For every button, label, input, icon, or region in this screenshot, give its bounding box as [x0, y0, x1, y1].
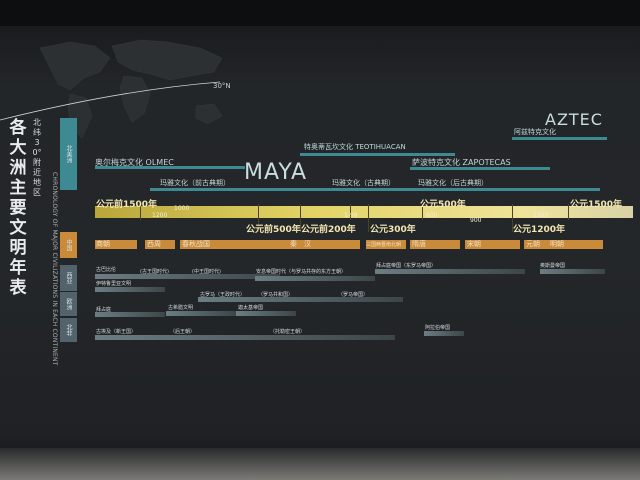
ceiling: [0, 0, 640, 26]
africa-label: 阿拉伯帝国: [425, 325, 451, 331]
timeline-label-1500ad: 公元1500年: [570, 200, 623, 210]
timeline-bar: [95, 206, 633, 218]
dynasty-bar-shang: [95, 240, 137, 249]
timeline-label-500ad: 公元500年: [420, 200, 466, 210]
zapotecas-label: 萨波特克文化 ZAPOTECAS: [412, 158, 511, 167]
aztec-title: AZTEC: [545, 110, 603, 129]
timeline-minor-label: 600: [426, 212, 438, 219]
dynasty-bar-qin: [290, 240, 302, 249]
dynasty-bar-song: [465, 240, 520, 249]
africa-bar: [95, 335, 395, 340]
maya-preclassic-label: 玛雅文化（前古典期）: [160, 179, 230, 187]
maya-bar: [150, 188, 600, 191]
timeline-label-500bc: 公元前500年: [246, 225, 301, 235]
europe-bar: [95, 312, 165, 317]
region-tag-europe: 欧洲: [60, 292, 77, 316]
timeline-tick: [422, 204, 423, 220]
dynasty-label-yuan: 元朝: [526, 240, 540, 248]
maya-postclassic-label: 玛雅文化（后古典期）: [418, 179, 488, 187]
timeline-tick: [568, 204, 569, 220]
region-tag-west-asia: 西亚: [60, 265, 77, 291]
dynasty-bar-chunqiu: [180, 240, 290, 249]
west-asia-bar: [95, 274, 280, 279]
dynasty-label-chunqiu: 春秋战国: [182, 240, 210, 248]
dynasty-bar-yuan: [524, 240, 548, 249]
region-tag-north-america: 北美洲: [60, 118, 77, 190]
maya-title: MAYA: [244, 160, 308, 185]
dynasty-label-sanguo: 三国两晋南北朝: [366, 242, 402, 248]
exhibit-title: 各大洲主要文明年表: [9, 118, 27, 298]
africa-bar: [424, 331, 464, 336]
dynasty-bar-sanguo: [366, 240, 406, 249]
floor: [0, 448, 640, 480]
europe-bar: [166, 311, 236, 316]
africa-label: （后王朝）: [170, 329, 196, 335]
west-asia-label: 伊特鲁里亚文明: [96, 281, 132, 287]
dynasty-bar-ming: [548, 240, 603, 249]
timeline-tick: [300, 204, 301, 232]
latitude-label: 30°N: [213, 82, 231, 90]
dynasty-label-ming: 明朝: [550, 240, 564, 248]
europe-label: （罗马共和国）: [258, 292, 294, 298]
europe-label: 古希腊文明: [168, 305, 194, 311]
dynasty-label-suitang: 隋唐: [412, 240, 426, 248]
west-asia-label: (古王国时代): [140, 269, 169, 275]
west-asia-bar: [95, 287, 165, 292]
olmec-label: 奥尔梅克文化 OLMEC: [95, 158, 174, 167]
dynasty-label-han: 汉: [304, 240, 311, 248]
dynasty-label-qin: 秦: [290, 240, 297, 248]
timeline-label-1200ad: 公元1200年: [513, 225, 566, 235]
west-asia-bar: [375, 269, 525, 274]
europe-label: 迦太基帝国: [238, 305, 264, 311]
africa-label: 古埃及（新王国）: [96, 329, 137, 335]
dynasty-bar-han: [302, 240, 360, 249]
region-tag-china: 中国: [60, 232, 77, 258]
dynasty-label-xizhou: 西周: [147, 240, 161, 248]
timeline-minor-label: 1300: [533, 212, 549, 219]
timeline-tick: [368, 204, 369, 232]
west-asia-bar: [255, 276, 375, 281]
timeline-minor-label: 900: [470, 217, 482, 224]
maya-classic-label: 玛雅文化（古典期）: [332, 179, 395, 187]
olmec-bar: [95, 166, 245, 169]
timeline-minor-label: 1000: [174, 205, 190, 212]
west-asia-label: (中王国时代): [192, 269, 221, 275]
europe-label: 古罗马（王政时代）: [200, 292, 246, 298]
aztec-bar: [512, 137, 607, 140]
exhibit-subtitle-english: CHRONOLOGY OF MAJOR CIVILIZATIONS IN EAC…: [51, 172, 58, 366]
europe-bar: [236, 311, 296, 316]
timeline-label-1500bc: 公元前1500年: [96, 200, 158, 210]
timeline-tick: [350, 204, 351, 220]
aztec-chinese-label: 阿兹特克文化: [514, 128, 556, 136]
dynasty-label-shang: 商朝: [96, 240, 110, 248]
timeline-label-200bc: 公元前200年: [301, 225, 356, 235]
teotihuacan-bar: [300, 153, 455, 156]
west-asia-label: 古巴比伦: [96, 267, 117, 273]
exhibit-subtitle: 北纬30°附近地区: [32, 118, 42, 197]
zapotecas-bar: [410, 167, 550, 170]
africa-label: （托勒密王朝）: [270, 329, 306, 335]
europe-label: 拜占庭: [96, 307, 112, 313]
timeline-label-300ad: 公元300年: [370, 225, 416, 235]
dynasty-label-song: 宋朝: [467, 240, 481, 248]
timeline-tick: [258, 204, 259, 232]
west-asia-label: 安息帝国时代（与罗马共存的东方王朝）: [256, 269, 347, 275]
region-tag-africa: 北非: [60, 318, 77, 342]
teotihuacan-label: 特奥蒂瓦坎文化 TEOTIHUACAN: [304, 143, 406, 151]
europe-label: （罗马帝国）: [338, 292, 369, 298]
west-asia-label: 拜占庭帝国（东罗马帝国）: [376, 263, 437, 269]
timeline-tick: [512, 204, 513, 232]
europe-bar: [198, 297, 403, 302]
timeline-minor-label: 1-99: [344, 212, 358, 219]
west-asia-bar: [540, 269, 605, 274]
world-map-graphic: [0, 39, 223, 139]
dynasty-bar-suitang: [410, 240, 460, 249]
dynasty-bar-xizhou: [145, 240, 175, 249]
timeline-minor-label: 1200: [152, 212, 168, 219]
west-asia-label: 奥斯曼帝国: [540, 263, 566, 269]
timeline-tick: [140, 204, 141, 220]
